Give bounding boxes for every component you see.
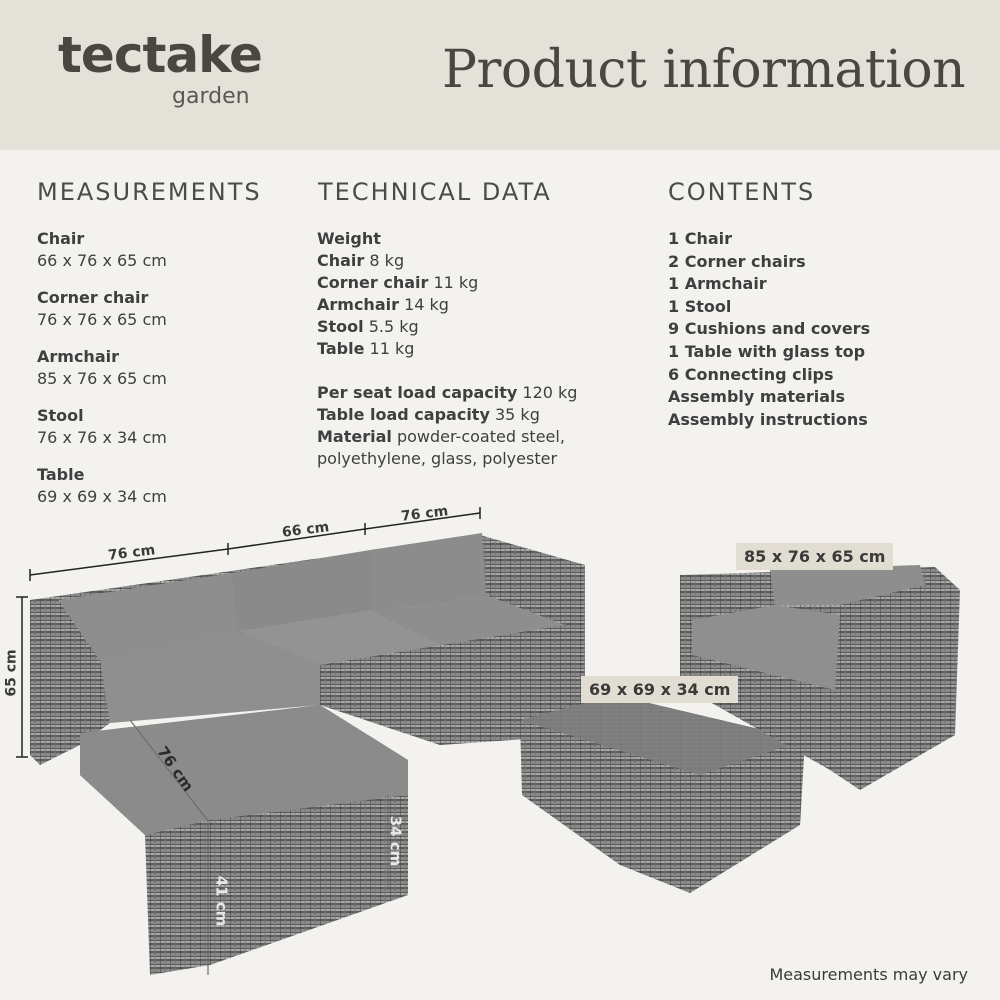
dim-stool-height: 34 cm	[386, 815, 405, 867]
back-cushion	[370, 533, 486, 610]
furniture-photo	[16, 507, 960, 975]
back-cushion	[58, 573, 238, 661]
measurements-heading: MEASUREMENTS	[37, 178, 262, 206]
contents-item: Assembly instructions	[668, 409, 868, 429]
table-dimension-label: 69 x 69 x 34 cm	[581, 676, 739, 703]
armchair-dimension-label: 85 x 76 x 65 cm	[736, 543, 894, 570]
header-band: tectake garden Product information	[0, 0, 1000, 150]
item-name: Stool	[37, 406, 84, 425]
table-glass-top	[520, 695, 805, 775]
contents-item: 1 Stool	[668, 296, 732, 316]
contents-item: 1 Table with glass top	[668, 341, 866, 361]
brand-logo: tectake	[58, 26, 263, 84]
weight-row: Stool 5.5 kg	[317, 317, 419, 336]
item-name: Table	[37, 465, 85, 484]
contents-item: 1 Armchair	[668, 274, 767, 294]
seat-cushion	[238, 610, 442, 665]
armchair-seat-cushion	[692, 605, 840, 690]
dimension-lines	[16, 507, 481, 758]
back-cushion	[232, 550, 370, 631]
measurement-item: Stool 76 x 76 x 34 cm	[37, 405, 167, 449]
item-size: 76 x 76 x 34 cm	[37, 428, 167, 447]
item-size: 66 x 76 x 65 cm	[37, 251, 167, 270]
weight-row: Chair 8 kg	[317, 251, 405, 270]
weight-heading: Weight	[317, 229, 381, 248]
measurement-item: Chair 66 x 76 x 65 cm	[37, 228, 167, 272]
page-title: Product information	[442, 40, 966, 100]
item-name: Armchair	[37, 347, 119, 366]
measurement-item: Corner chair 76 x 76 x 65 cm	[37, 287, 167, 331]
weight-row: Armchair 14 kg	[317, 295, 449, 314]
spec-row-continued: polyethylene, glass, polyester	[317, 449, 558, 468]
item-size: 69 x 69 x 34 cm	[37, 487, 167, 506]
brand-subline: garden	[172, 84, 250, 109]
armchair-back-cushion	[770, 565, 925, 605]
spec-row: Per seat load capacity 120 kg	[317, 383, 578, 402]
weight-row: Table 11 kg	[317, 339, 415, 358]
seat-cushion	[100, 631, 320, 723]
dim-seat-height: 41 cm	[212, 875, 231, 927]
sofa-armrest	[30, 600, 110, 765]
disclaimer-note: Measurements may vary	[769, 965, 968, 984]
contents-item: Assembly materials	[668, 387, 846, 407]
contents-item: 2 Corner chairs	[668, 251, 806, 271]
technical-data-heading: TECHNICAL DATA	[318, 178, 552, 206]
dimension-lines-inner	[129, 719, 389, 975]
item-size: 85 x 76 x 65 cm	[37, 369, 167, 388]
item-name: Corner chair	[37, 288, 149, 307]
item-size: 76 x 76 x 65 cm	[37, 310, 167, 329]
contents-heading: CONTENTS	[668, 178, 816, 206]
seat-cushion	[370, 595, 565, 645]
measurement-item: Table 69 x 69 x 34 cm	[37, 464, 167, 508]
dim-sofa-height: 65 cm	[3, 649, 20, 697]
contents-list: 1 Chair 2 Corner chairs 1 Armchair 1 Sto…	[668, 228, 870, 431]
spec-row: Table load capacity 35 kg	[317, 405, 540, 424]
technical-data-list: Weight Chair 8 kg Corner chair 11 kg Arm…	[317, 228, 577, 470]
item-name: Chair	[37, 229, 85, 248]
measurement-item: Armchair 85 x 76 x 65 cm	[37, 346, 167, 390]
contents-item: 1 Chair	[668, 229, 733, 248]
weight-row: Corner chair 11 kg	[317, 273, 479, 292]
stool-cushion	[80, 705, 408, 835]
contents-item: 9 Cushions and covers	[668, 319, 871, 339]
measurements-list: Chair 66 x 76 x 65 cm Corner chair 76 x 76…	[37, 228, 167, 523]
contents-item: 6 Connecting clips	[668, 364, 834, 384]
spec-row: Material powder-coated steel,	[317, 427, 565, 446]
